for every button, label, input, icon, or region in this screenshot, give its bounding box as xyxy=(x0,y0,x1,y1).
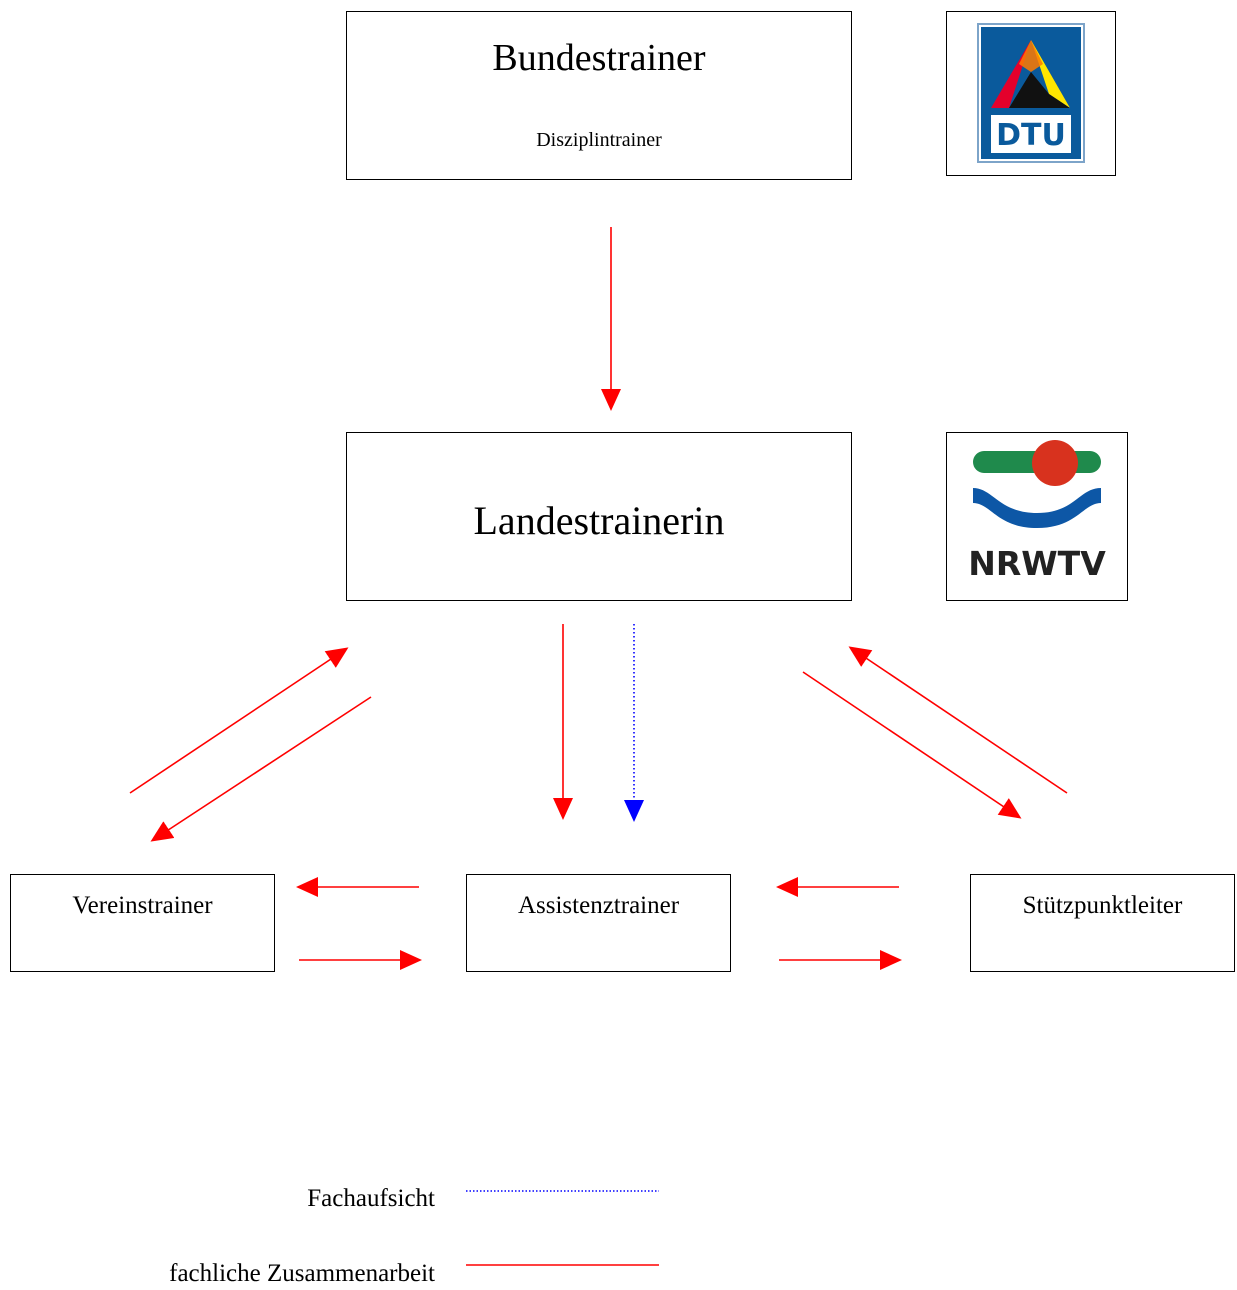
legend-fachaufsicht-label: Fachaufsicht xyxy=(307,1185,435,1212)
node-assistenztrainer: Assistenztrainer xyxy=(466,874,731,972)
edge-verein-to-landes xyxy=(129,647,349,794)
node-title: Vereinstrainer xyxy=(72,892,213,919)
nrwtv-logo: NRWTV xyxy=(946,432,1128,601)
node-subtitle: Disziplintrainer xyxy=(536,129,662,151)
legend-zusammenarbeit-label: fachliche Zusammenarbeit xyxy=(169,1260,435,1287)
node-landestrainerin: Landestrainerin xyxy=(346,432,852,601)
dtu-logo-icon: DTU xyxy=(977,23,1085,163)
dtu-logo: DTU xyxy=(946,11,1116,176)
nrwtv-logo-icon: NRWTV xyxy=(968,440,1106,583)
node-title: Stützpunktleiter xyxy=(1022,892,1183,919)
edge-stuetz-to-landes xyxy=(848,646,1068,794)
nrwtv-logo-text: NRWTV xyxy=(968,544,1106,583)
dtu-logo-text: DTU xyxy=(996,118,1066,153)
node-vereinstrainer: Vereinstrainer xyxy=(10,874,275,972)
node-title: Bundestrainer xyxy=(492,37,706,79)
node-title: Landestrainerin xyxy=(473,498,725,543)
edge-landes-to-stuetz xyxy=(802,671,1022,819)
edge-landes-to-verein xyxy=(150,696,372,842)
node-bundestrainer: Bundestrainer Disziplintrainer xyxy=(346,11,852,180)
node-title: Assistenztrainer xyxy=(517,892,680,919)
node-stuetzpunktleiter: Stützpunktleiter xyxy=(970,874,1235,972)
